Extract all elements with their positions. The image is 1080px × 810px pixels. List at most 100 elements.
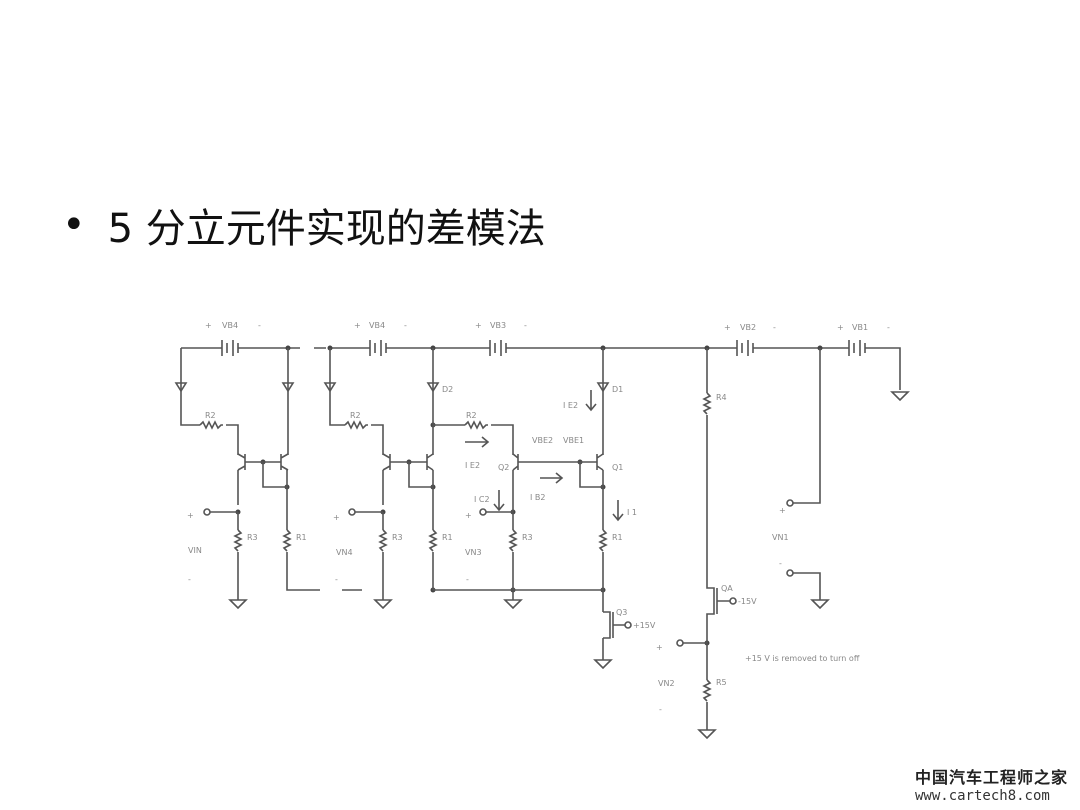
circuit-label: R2 xyxy=(205,411,216,420)
stage-2: R2 D2 R3 R1 + VN4 - xyxy=(323,348,603,600)
ground-icons xyxy=(228,391,910,740)
circuit-label: R1 xyxy=(442,533,453,542)
circuit-element xyxy=(348,508,356,516)
watermark-url: www.cartech8.com xyxy=(914,788,1050,804)
circuit-label: QA xyxy=(721,584,733,593)
circuit-element xyxy=(323,382,440,393)
circuit-label: Q1 xyxy=(612,463,623,472)
circuit-label: I C2 xyxy=(474,495,490,504)
circuit-label: - xyxy=(466,575,469,584)
battery-vb4-left: + VB4 - xyxy=(205,321,261,356)
battery-vb3: + VB3 - xyxy=(475,321,527,356)
circuit-label: + xyxy=(205,321,212,330)
circuit-label: VB2 xyxy=(740,323,756,332)
stage-output: R4 R5 QA -15V + VN2 - + VN1 - +15 V is r… xyxy=(656,348,860,730)
circuit-label: + xyxy=(656,643,663,652)
circuit-label: R3 xyxy=(392,533,403,542)
circuit-element xyxy=(848,340,866,356)
circuit-label: - xyxy=(404,321,407,330)
circuit-element xyxy=(465,390,624,522)
circuit-element xyxy=(489,340,507,356)
circuit-label: R2 xyxy=(350,411,361,420)
circuit-label: - xyxy=(659,705,662,714)
circuit-label: - xyxy=(188,575,191,584)
circuit-element xyxy=(203,508,211,516)
circuit-label: VN4 xyxy=(336,548,353,557)
circuit-label: +15V xyxy=(633,621,656,630)
circuit-label: - xyxy=(524,321,527,330)
circuit-label: + xyxy=(779,506,786,515)
circuit-element xyxy=(382,453,434,471)
circuit-label: VB4 xyxy=(369,321,385,330)
circuit-element xyxy=(221,340,239,356)
circuit-label: - xyxy=(258,321,261,330)
circuit-label: VN3 xyxy=(465,548,482,557)
watermark: 中国汽车工程师之家 www.cartech8.com xyxy=(915,764,1068,804)
circuit-label: R5 xyxy=(716,678,727,687)
circuit-element xyxy=(676,639,684,647)
circuit-label: - xyxy=(779,559,782,568)
circuit-label: - xyxy=(773,323,776,332)
battery-vb2: + VB2 - xyxy=(724,323,776,356)
circuit-element xyxy=(508,529,608,552)
circuit-label: R3 xyxy=(522,533,533,542)
circuit-label: - xyxy=(335,575,338,584)
circuit-label: VB4 xyxy=(222,321,238,330)
circuit-element xyxy=(378,529,438,552)
circuit-label: I B2 xyxy=(530,493,545,502)
circuit-label: + xyxy=(837,323,844,332)
circuit-label: D1 xyxy=(612,385,623,394)
circuit-label: - xyxy=(887,323,890,332)
circuit-label: + xyxy=(465,511,472,520)
stage-3: R2 D1 Q2 Q1 R3 R1 I E2 I E2 I C2 I B2 I … xyxy=(433,348,656,660)
circuit-label: R2 xyxy=(466,411,477,420)
circuit-element xyxy=(237,453,289,471)
circuit-label: + xyxy=(354,321,361,330)
circuit-label: -15V xyxy=(738,597,757,606)
note-text: +15 V is removed to turn off xyxy=(745,654,860,663)
circuit-label: R4 xyxy=(716,393,727,402)
top-rail xyxy=(181,347,901,390)
circuit-label: VB3 xyxy=(490,321,506,330)
circuit-label: VN2 xyxy=(658,679,675,688)
circuit-element xyxy=(702,392,712,702)
circuit-label: VB1 xyxy=(852,323,868,332)
circuit-label: + xyxy=(333,513,340,522)
bullet-item: • 5 分立元件实现的差模法 xyxy=(62,196,546,254)
circuit-element xyxy=(199,420,223,430)
battery-vb1: + VB1 - xyxy=(837,323,890,356)
circuit-label: VIN xyxy=(188,546,202,555)
circuit-element xyxy=(180,348,300,600)
circuit-element xyxy=(479,508,487,516)
circuit-label: + xyxy=(475,321,482,330)
circuit-label: I E2 xyxy=(465,461,480,470)
circuit-element xyxy=(329,348,603,600)
circuit-label: R1 xyxy=(612,533,623,542)
circuit-element xyxy=(174,382,295,393)
watermark-site-name: 中国汽车工程师之家 xyxy=(914,768,1068,787)
circuit-element xyxy=(786,499,794,507)
circuit-element xyxy=(512,453,604,471)
circuit-element xyxy=(603,611,625,639)
circuit-label: + xyxy=(187,511,194,520)
circuit-label: Q2 xyxy=(498,463,509,472)
circuit-label: I 1 xyxy=(627,508,637,517)
circuit-element xyxy=(596,382,610,393)
circuit-element xyxy=(330,347,901,390)
circuit-element xyxy=(228,391,910,740)
circuit-element xyxy=(736,340,754,356)
junction-dots xyxy=(235,345,823,646)
circuit-label: + xyxy=(724,323,731,332)
circuit-element xyxy=(624,621,632,629)
circuit-label: R3 xyxy=(247,533,258,542)
circuit-element xyxy=(464,420,488,430)
circuit-label: VN1 xyxy=(772,533,789,542)
circuit-element xyxy=(369,340,387,356)
circuit-element xyxy=(793,348,821,600)
circuit-element xyxy=(786,569,794,577)
stage-1: R2 R3 R1 + VIN - xyxy=(174,348,380,600)
circuit-label: Q3 xyxy=(616,608,627,617)
circuit-label: I E2 xyxy=(563,401,578,410)
circuit-element xyxy=(683,348,730,730)
